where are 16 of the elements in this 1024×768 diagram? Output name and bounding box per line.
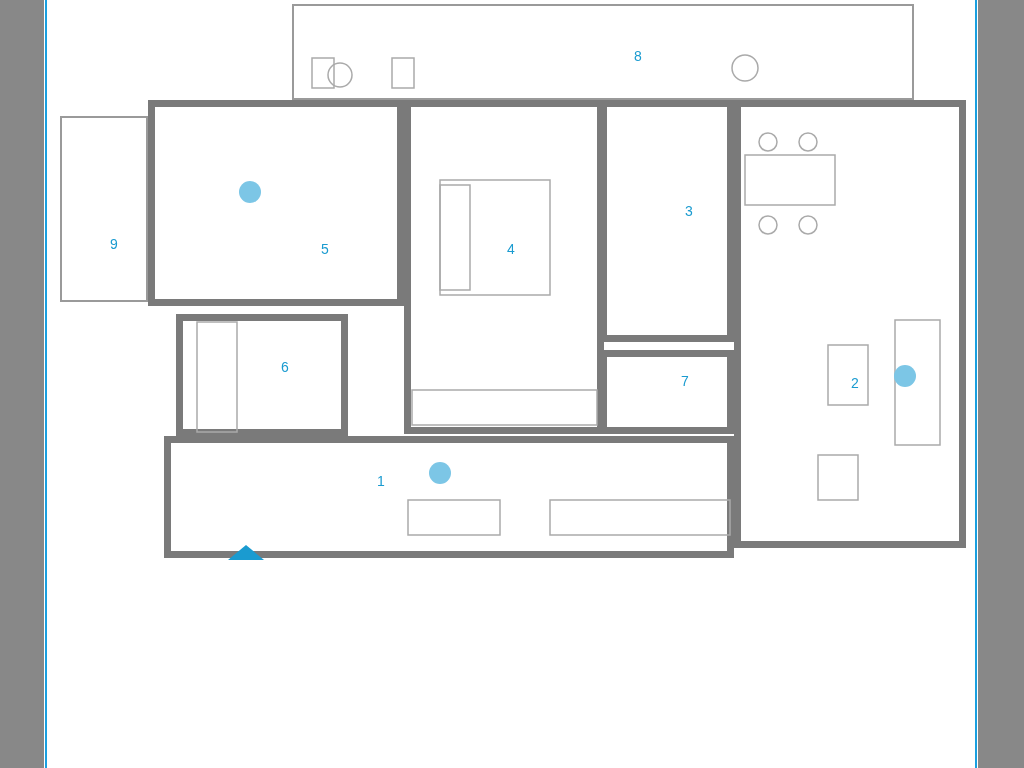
room-number: 3 bbox=[685, 203, 693, 219]
room-number: 8 bbox=[634, 48, 642, 64]
balcony-outline bbox=[292, 4, 914, 100]
room-number: 9 bbox=[110, 236, 118, 252]
room-number: 2 bbox=[851, 375, 859, 391]
room-outline bbox=[404, 100, 604, 434]
room-outline bbox=[176, 314, 348, 436]
room-number: 7 bbox=[681, 373, 689, 389]
balcony-outline bbox=[60, 116, 148, 302]
room-outline bbox=[734, 100, 966, 548]
room-outline bbox=[148, 100, 404, 306]
room-number: 1 bbox=[377, 473, 385, 489]
room-number: 4 bbox=[507, 241, 515, 257]
room-number: 6 bbox=[281, 359, 289, 375]
room-number: 5 bbox=[321, 241, 329, 257]
room-outline bbox=[164, 436, 734, 558]
